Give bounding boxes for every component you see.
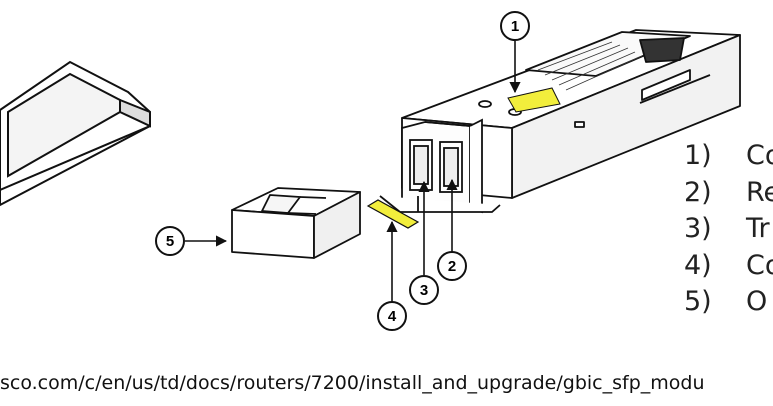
legend-number: 4) bbox=[684, 249, 712, 281]
legend-text: O bbox=[746, 286, 768, 317]
legend-list: 1) Co 2) Re 3) Tr 4) Co 5) O bbox=[684, 140, 773, 323]
legend-item: 3) Tr bbox=[684, 213, 773, 250]
legend-number: 3) bbox=[684, 213, 712, 244]
legend-item: 4) Co bbox=[684, 250, 773, 287]
cropped-module-left bbox=[0, 60, 151, 207]
callout-1: 1 bbox=[500, 11, 530, 41]
optical-ports bbox=[379, 118, 501, 214]
callout-3-label: 3 bbox=[420, 282, 428, 299]
legend-item: 5) O bbox=[684, 286, 773, 323]
dust-plug bbox=[231, 187, 361, 259]
pull-tab-highlight bbox=[366, 199, 420, 229]
callout-3: 3 bbox=[409, 275, 439, 305]
callout-2: 2 bbox=[437, 251, 467, 281]
legend-text: Tr bbox=[746, 213, 770, 244]
legend-text: Co bbox=[746, 140, 773, 171]
legend-text: Re bbox=[746, 176, 773, 208]
legend-item: 1) Co bbox=[684, 140, 773, 177]
callout-5-label: 5 bbox=[166, 233, 174, 250]
callout-1-label: 1 bbox=[511, 18, 519, 35]
legend-item: 2) Re bbox=[684, 177, 773, 214]
callout-4: 4 bbox=[377, 301, 407, 331]
legend-number: 2) bbox=[684, 176, 712, 208]
legend-number: 1) bbox=[684, 140, 712, 171]
bail-clasp-highlight bbox=[507, 87, 561, 113]
callout-5: 5 bbox=[155, 226, 185, 256]
callout-2-label: 2 bbox=[448, 258, 456, 275]
source-url: sco.com/c/en/us/td/docs/routers/7200/ins… bbox=[0, 372, 705, 394]
legend-number: 5) bbox=[684, 286, 712, 317]
callout-4-label: 4 bbox=[388, 308, 397, 325]
legend-text: Co bbox=[746, 249, 773, 281]
